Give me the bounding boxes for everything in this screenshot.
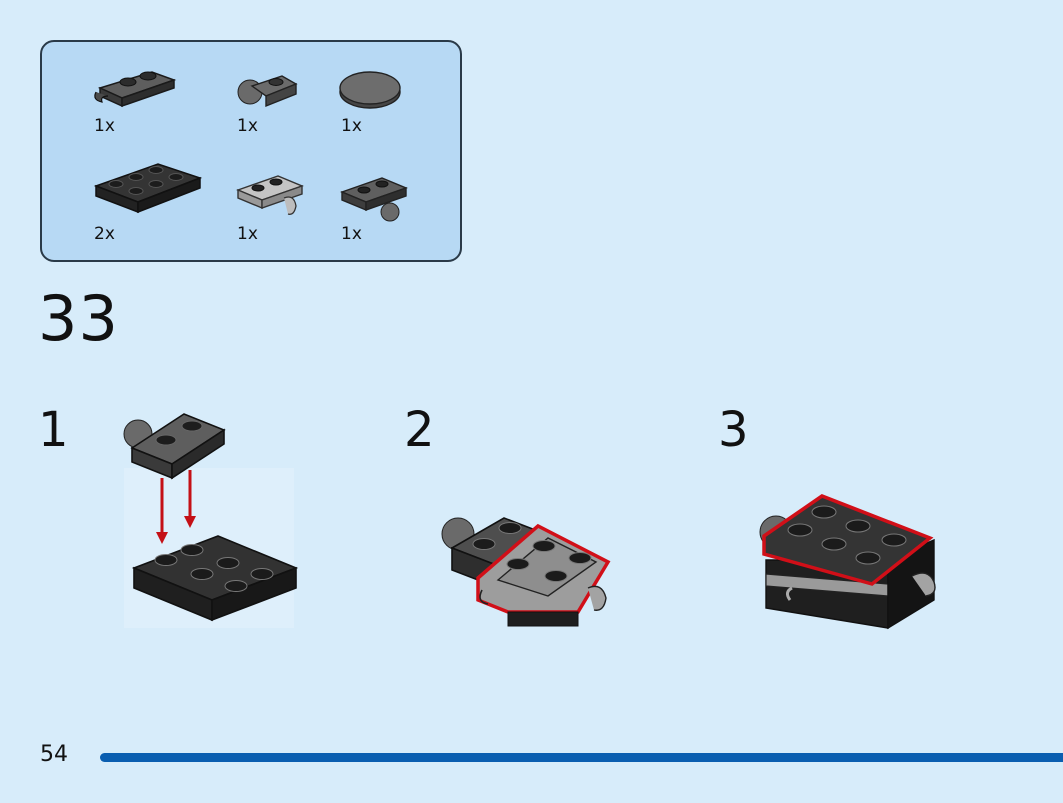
- plate-with-clips-light-gray-icon: [234, 164, 334, 264]
- part-qty: 1x: [237, 116, 258, 136]
- substep-1-illustration: [118, 408, 308, 637]
- part-qty: 1x: [341, 116, 362, 136]
- part-qty: 1x: [341, 224, 362, 244]
- step-number: 33: [38, 282, 119, 355]
- page-number: 54: [40, 742, 68, 767]
- substep-label: 1: [38, 402, 69, 458]
- plate-with-clip-icon: [92, 60, 192, 160]
- round-tile-icon: [338, 64, 438, 164]
- part-qty: 1x: [237, 224, 258, 244]
- plate-2x3-icon: [92, 150, 202, 250]
- plate-with-ball-icon: [234, 64, 334, 164]
- substep-label: 2: [404, 402, 435, 458]
- substep-3-illustration: [752, 488, 952, 637]
- substep-2-illustration: [438, 508, 638, 637]
- parts-panel: 1x 1x 1x 2x: [40, 40, 462, 262]
- part-qty: 2x: [94, 224, 115, 244]
- substep-label: 3: [718, 402, 749, 458]
- plate-with-ball-socket-icon: [338, 170, 438, 270]
- progress-bar: [100, 753, 1063, 762]
- part-qty: 1x: [94, 116, 115, 136]
